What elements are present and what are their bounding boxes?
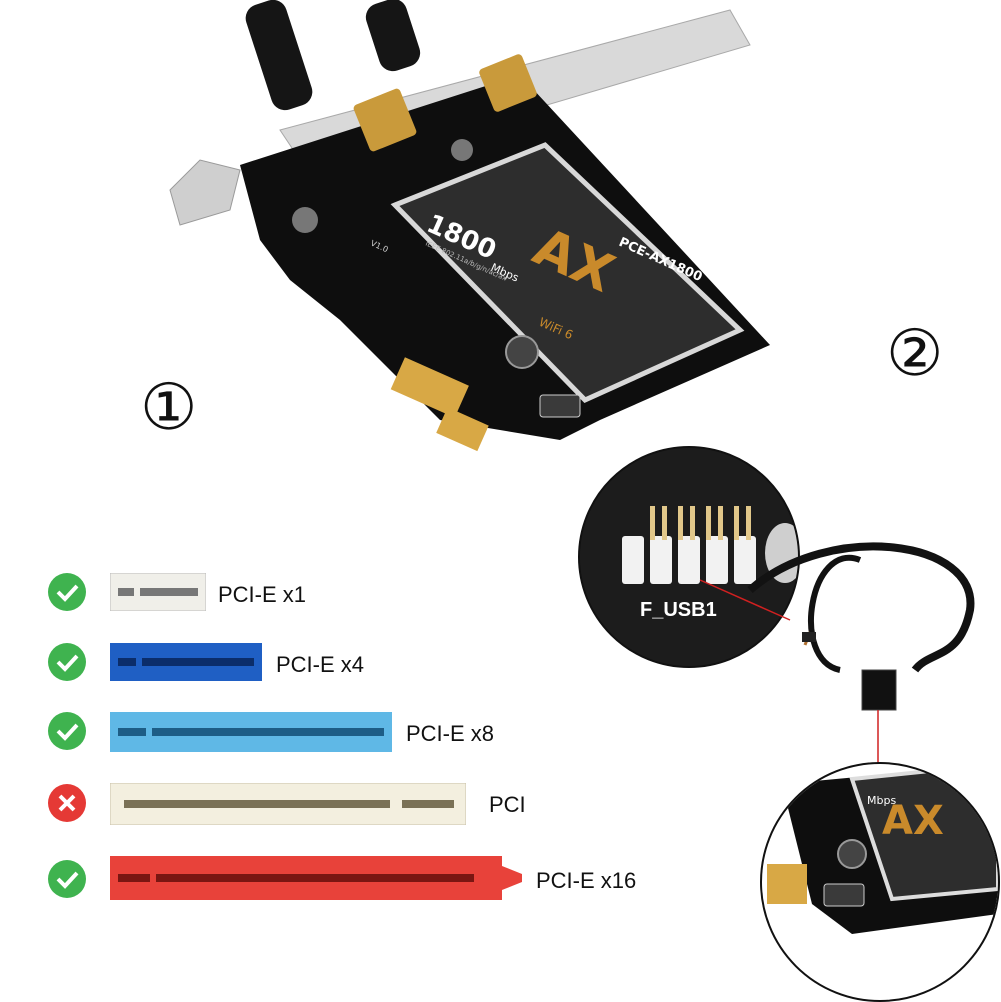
check-icon [48, 643, 86, 681]
slot-pci-image [110, 783, 466, 825]
slot-pcie-x1-image [110, 573, 206, 611]
antenna-icon [365, 0, 421, 72]
svg-text:F_USB1: F_USB1 [640, 599, 717, 621]
usb-cable [699, 542, 975, 711]
slot-pcie-x4-image [110, 643, 262, 681]
svg-text:Mbps: Mbps [867, 794, 896, 807]
wifi-card-image: 1800 Mbps IEEE 802.11a/b/g/n/ac/ax AX PC… [169, 0, 770, 452]
slot-pcie-x8-image [110, 712, 392, 752]
slot-label: PCI-E x8 [406, 721, 495, 746]
slot-label: PCI-E x1 [218, 582, 307, 607]
slot-label: PCI-E x16 [536, 868, 637, 893]
step-1-marker: ① [140, 371, 198, 445]
check-icon [48, 712, 86, 750]
check-icon [48, 860, 86, 898]
check-icon [48, 573, 86, 611]
svg-text:AX: AX [882, 798, 944, 844]
antenna-icon [245, 0, 313, 111]
cross-icon [48, 784, 86, 822]
slot-pcie-x16-image [110, 856, 522, 900]
slot-label: PCI [489, 792, 526, 817]
step-2-marker: ② [886, 317, 944, 391]
card-usb-port-zoom: AX Mbps [760, 762, 1000, 1002]
slot-label: PCI-E x4 [276, 652, 365, 677]
usb-header-zoom: F_USB1 [578, 446, 800, 668]
